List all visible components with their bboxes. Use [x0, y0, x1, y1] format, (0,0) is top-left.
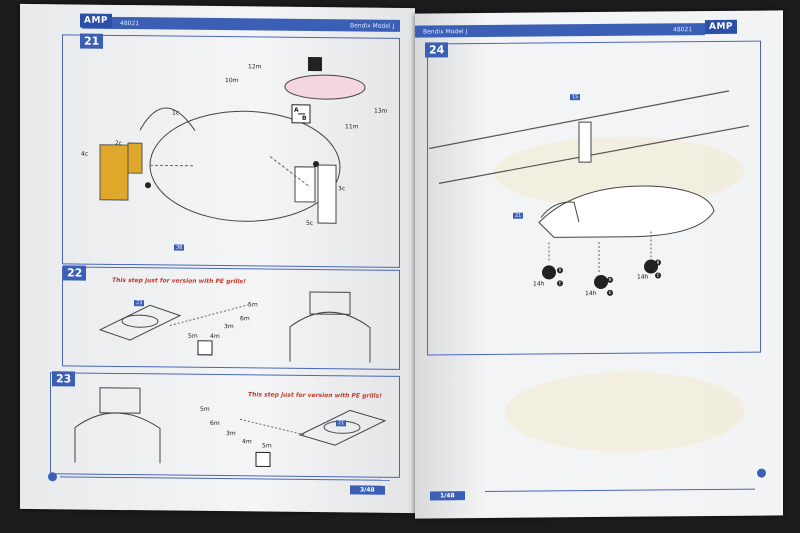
step-22-part-3m: 3m [224, 323, 234, 331]
part-11m: 11m [345, 123, 359, 131]
callout-b: B [302, 114, 307, 122]
left-corner-mark [48, 472, 57, 482]
dot-e-left: E [557, 280, 563, 287]
step-22-part-6m: 6m [240, 315, 250, 323]
faded-background-art [505, 371, 745, 452]
step-24-body-label: 21 [513, 212, 524, 219]
step-22-drawing [98, 291, 371, 363]
part-10m: 10m [225, 77, 239, 85]
wheel-label-left: 14h [533, 280, 545, 288]
dot-b-center: B [607, 276, 613, 283]
step-23-part-5m: 5m [200, 405, 210, 413]
step-23-part-4m: 4m [242, 438, 252, 446]
step-22-sub-label: 23 [134, 300, 145, 307]
step-22-part-5m-b: 5m [188, 332, 198, 340]
dot-e-center: E [607, 289, 613, 296]
part-1c: 1c [172, 109, 180, 117]
right-page-number: 1/48 [430, 491, 465, 501]
right-title: Bendix Model J [423, 28, 468, 36]
step-23-drawing [74, 387, 387, 468]
left-page: AMP 48021 Bendix Model J 21 12m 10m 13m … [20, 3, 415, 514]
left-page-number: 3/48 [350, 485, 385, 495]
wheel-label-center: 14h [585, 290, 597, 298]
part-2c: 2c [115, 139, 123, 148]
step-22-part-4m: 4m [210, 332, 220, 341]
part-5c: 5c [306, 219, 314, 228]
right-logo: AMP [705, 19, 738, 35]
wheel-label-right: 14h [637, 273, 649, 281]
part-3c: 3c [338, 185, 346, 193]
step-24-number: 24 [425, 42, 449, 58]
right-kit-code: 48021 [673, 26, 693, 34]
part-13m: 13m [374, 107, 388, 115]
right-corner-mark [757, 468, 766, 478]
step-23-sub-label: 21 [336, 420, 347, 427]
step-21-drawing [99, 56, 366, 224]
part-12m: 12m [248, 63, 262, 71]
dot-b-left: B [557, 267, 563, 274]
left-title: Bendix Model J [350, 22, 395, 30]
right-footer-line [485, 488, 755, 492]
right-page: AMP Bendix Model J 48021 24 15 21 14h 14… [415, 10, 783, 519]
callout-a: A [294, 106, 299, 114]
step-23-part-6m: 6m [210, 419, 220, 428]
step-22-number: 22 [63, 265, 87, 281]
dot-e-right: E [655, 272, 661, 279]
left-logo: AMP [80, 13, 113, 28]
dot-b-right: B [655, 259, 661, 266]
step-24-drawing [429, 90, 750, 289]
left-kit-code: 48021 [120, 19, 140, 28]
step-23-part-5m-b: 5m [262, 442, 272, 450]
step-24-rotor-label: 15 [570, 94, 581, 101]
part-4c: 4c [81, 150, 89, 158]
step-22-part-5m: 5m [248, 301, 258, 309]
step-23-part-3m: 3m [226, 430, 236, 438]
step-21-sub-label: 38 [174, 244, 185, 251]
step-22-note: This step just for version with PE grill… [112, 276, 246, 286]
